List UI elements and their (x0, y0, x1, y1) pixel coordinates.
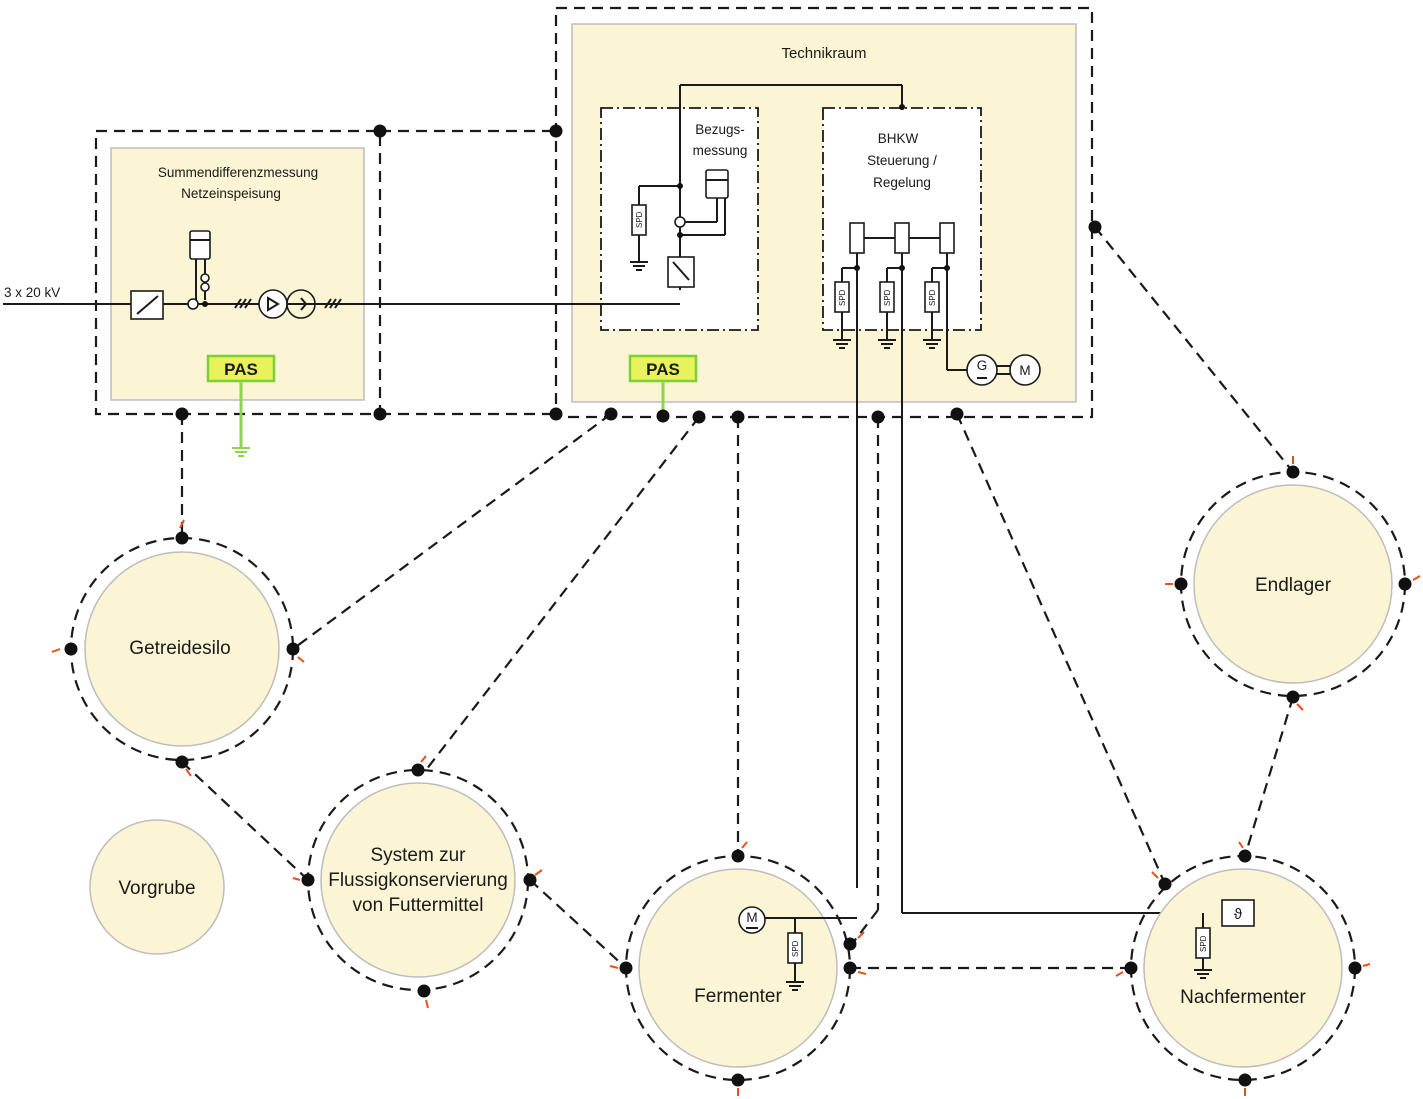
svg-text:ϑ: ϑ (1234, 906, 1243, 923)
label-endlager: Endlager (1255, 575, 1332, 596)
technik-zone-boundary (554, 6, 1094, 419)
tank-nachfermenter (1143, 868, 1343, 1068)
netz-meter-symbol (189, 230, 211, 260)
cable-hatch-left (234, 298, 252, 309)
bezug-title-line1: Bezugs- (695, 122, 745, 137)
bhkw-title-line3: Regelung (873, 175, 931, 190)
svg-text:M: M (746, 910, 757, 925)
bhkw-title-line2: Steuerung / (867, 153, 937, 168)
netz-zone-boundary (94, 129, 382, 416)
bhkw-title-line1: BHKW (878, 131, 919, 146)
label-vorgrube: Vorgrube (118, 878, 195, 899)
svg-text:M: M (1019, 363, 1030, 378)
svg-text:G: G (977, 358, 988, 373)
netz-title-line2: Netzeinspeisung (181, 186, 281, 201)
pas-plate-technik: PAS (628, 354, 698, 414)
tank-vorgrube (89, 819, 225, 955)
label-getreidesilo: Getreidesilo (129, 638, 230, 659)
netz-title-line1: Summendifferenzmessung (158, 165, 318, 180)
bhkw-fuse-2 (894, 222, 910, 254)
tank-system-futtermittel (320, 782, 516, 978)
generator-symbol (966, 354, 998, 386)
label-fermenter: Fermenter (694, 986, 782, 1007)
bhkw-fuse-3 (939, 222, 955, 254)
bhkw-fuse-1 (849, 222, 865, 254)
svg-text:SPD: SPD (1199, 935, 1208, 952)
spd-bezug-label: SPD (635, 211, 644, 228)
spd-bhkw-3: SPD (923, 268, 941, 349)
svg-text:SPD: SPD (928, 289, 937, 306)
bhkw-motor-symbol (1009, 354, 1041, 386)
svg-text:PAS: PAS (224, 360, 258, 379)
ring-nodes (51, 456, 1421, 1096)
dashed-connections (180, 226, 1295, 970)
zone-junction-nodes (175, 124, 1102, 424)
transformer-primary (258, 289, 288, 319)
bezug-meter-symbol (705, 169, 729, 199)
svg-text:SPD: SPD (838, 289, 847, 306)
label-system-line1: System zur (370, 845, 466, 866)
svg-text:SPD: SPD (883, 289, 892, 306)
label-system-line3: von Futtermittel (353, 895, 484, 916)
fermenter-stirrer-motor: M SPD (738, 906, 857, 991)
pas-plate-netz: PAS (206, 354, 276, 457)
svg-text:SPD: SPD (791, 940, 800, 957)
bezug-title-line2: messung (693, 143, 748, 158)
transformer-secondary (286, 289, 316, 319)
spd-bhkw-2: SPD (878, 268, 896, 349)
spd-bhkw-1: SPD (833, 268, 851, 349)
label-nachfermenter: Nachfermenter (1180, 987, 1306, 1008)
technikraum-title: Technikraum (781, 45, 866, 62)
nachfermenter-temperature-sensor: ϑ SPD (1194, 899, 1255, 979)
feed-voltage-label: 3 x 20 kV (4, 285, 60, 300)
tank-getreidesilo (84, 551, 280, 747)
svg-text:PAS: PAS (646, 360, 680, 379)
tank-endlager (1193, 484, 1393, 684)
cable-hatch-right (324, 298, 342, 309)
tank-fermenter (638, 868, 838, 1068)
label-system-line2: Flussigkonservierung (328, 870, 508, 891)
